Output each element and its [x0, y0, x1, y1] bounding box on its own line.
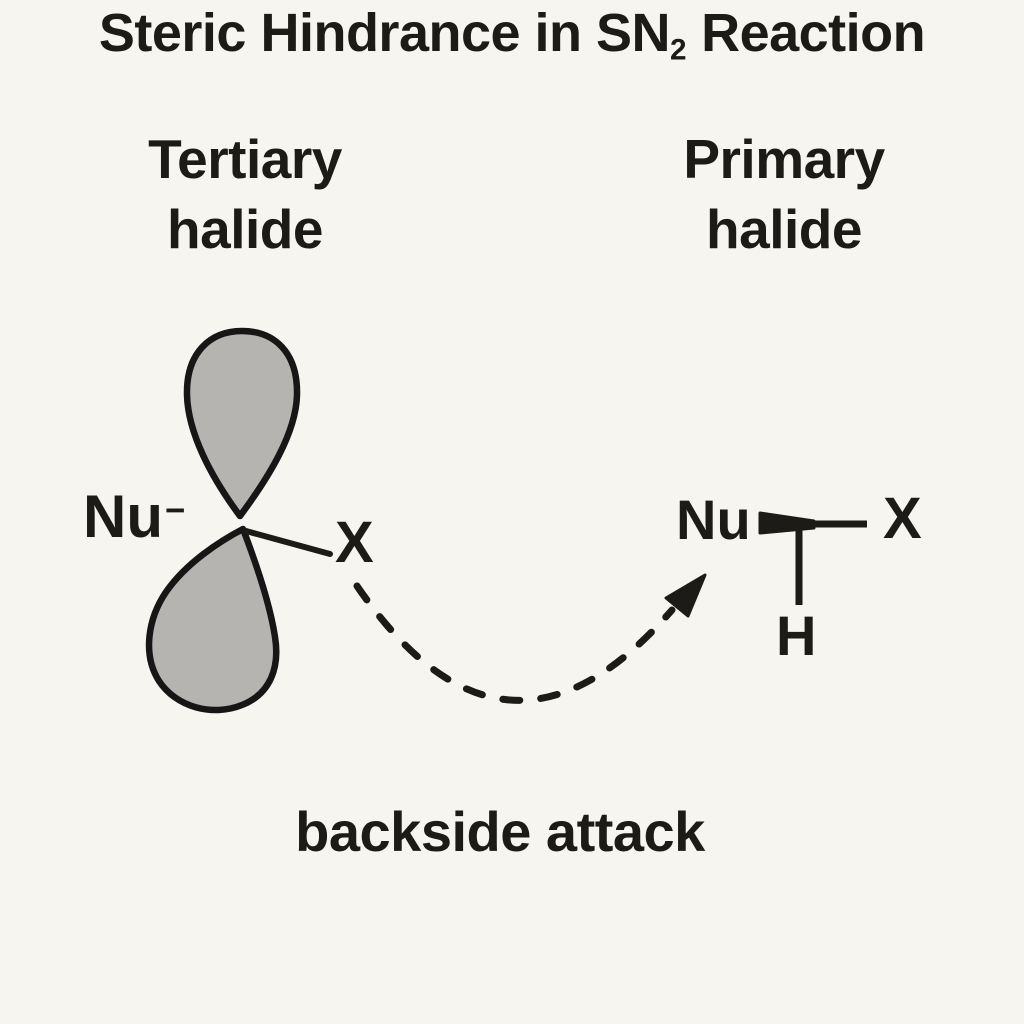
carbon-x-bond-left [243, 528, 333, 557]
wedge-bond-icon [758, 511, 816, 535]
title-suffix: Reaction [686, 3, 926, 63]
primary-heading-line1: Primary [683, 128, 885, 190]
leaving-group-label-primary: X [883, 486, 922, 551]
backside-attack-arrowhead-icon [664, 573, 707, 618]
primary-halide-heading: Primary halide [683, 124, 885, 265]
title-subscript: 2 [670, 33, 687, 67]
title-prefix: Steric Hindrance in SN [98, 3, 671, 63]
nucleophile-symbol: Nu [83, 483, 163, 550]
page-title: Steric Hindrance in SN2 Reaction [0, 6, 1024, 65]
primary-heading-line2: halide [706, 198, 862, 261]
tertiary-heading-line2: halide [167, 198, 323, 261]
backside-attack-arrow-path [353, 582, 676, 704]
leaving-group-label-tertiary: X [335, 510, 374, 575]
nucleophile-label-primary: Nu [676, 488, 751, 551]
orbital-lobe-bottom [145, 525, 280, 714]
backside-attack-caption: backside attack [295, 800, 705, 863]
orbital-lobe-top [183, 327, 301, 520]
tertiary-halide-heading: Tertiary halide [148, 124, 342, 265]
negative-charge-superscript: − [164, 491, 186, 531]
hydrogen-label: H [776, 604, 817, 667]
tertiary-heading-line1: Tertiary [148, 128, 342, 190]
nucleophile-label-tertiary: Nu− [83, 487, 185, 547]
